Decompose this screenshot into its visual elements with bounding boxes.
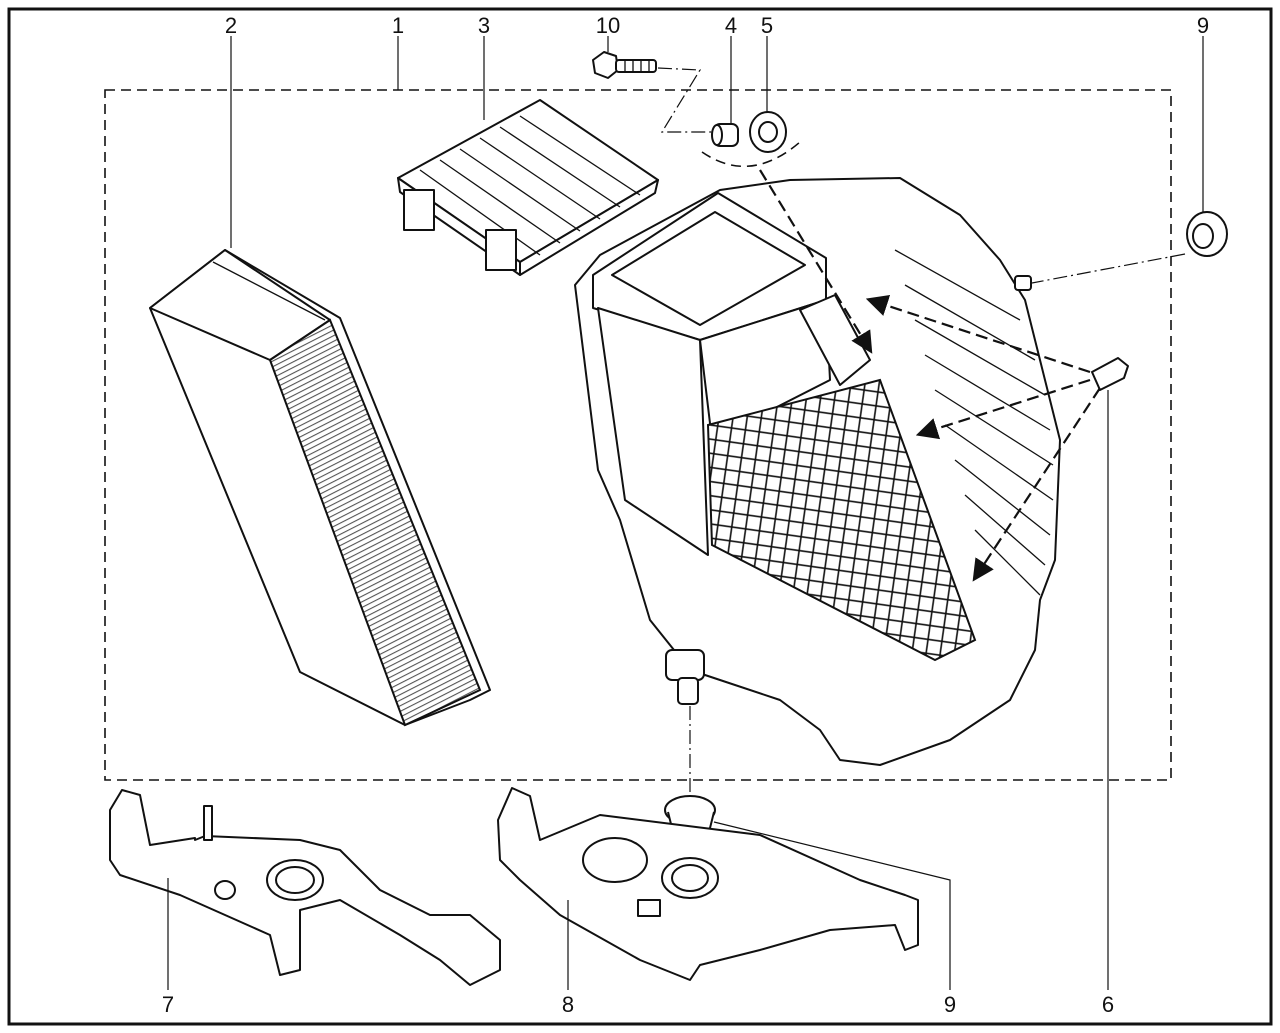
callout-10: 10 [596,13,620,38]
callout-6: 6 [1102,992,1114,1017]
grommet-upper [749,111,787,153]
mounting-bracket-right [497,787,919,981]
callout-9-bottom: 9 [944,992,956,1017]
outer-border [7,7,1273,1026]
callout-7: 7 [162,992,174,1017]
leader-lines [167,36,1204,990]
mounting-bracket-left [109,789,501,986]
callout-2: 2 [225,13,237,38]
air-filter-element [149,249,491,727]
callout-5: 5 [761,13,773,38]
alignment-lines [657,67,1186,795]
callout-9-top: 9 [1197,13,1209,38]
grommet-right [1186,211,1228,257]
callout-1: 1 [392,13,404,38]
bolt [592,51,657,79]
callout-4: 4 [725,13,737,38]
assembly-boundary [104,89,1172,781]
callout-3: 3 [478,13,490,38]
retaining-clip [1091,357,1129,391]
callout-8: 8 [562,992,574,1017]
alignment-arc [701,141,801,168]
inlet-grille [397,99,659,276]
spacer-sleeve [711,123,739,147]
assembly-arrows [759,169,1101,582]
callout-labels: 2 1 3 10 4 5 9 7 8 9 6 [162,13,1216,1017]
air-cleaner-housing [574,177,1061,766]
